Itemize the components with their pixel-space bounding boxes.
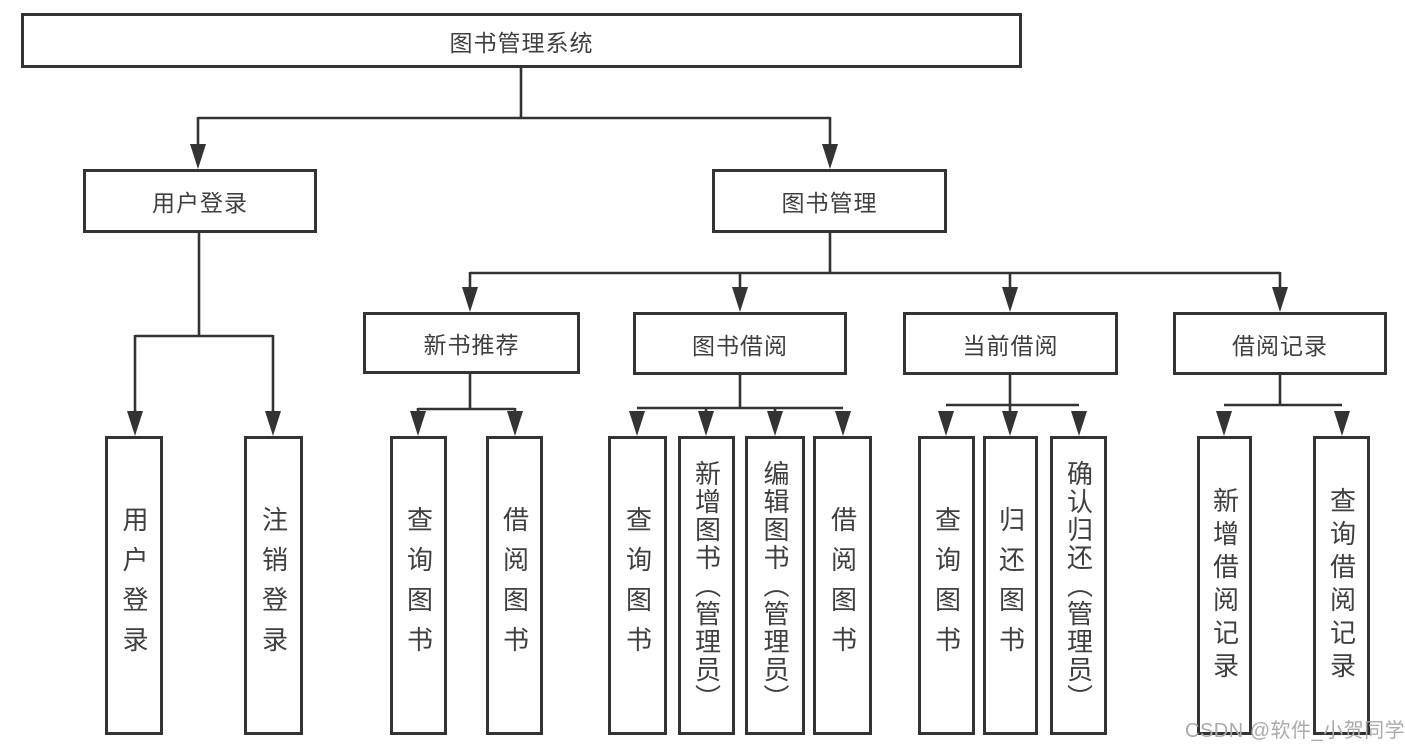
node-current-borrow: 当前借阅 — [903, 312, 1118, 375]
node-borrow-records: 借阅记录 — [1173, 312, 1387, 375]
leaf-query-books-borrow: 查询图书 — [608, 436, 667, 735]
watermark: CSDN @软件_小贺同学 — [1185, 720, 1405, 742]
leaf-borrow-books: 借阅图书 — [813, 436, 872, 735]
node-library-management-system: 图书管理系统 — [21, 13, 1022, 68]
leaf-add-borrow-record: 新增借阅记录 — [1197, 436, 1252, 735]
leaf-query-books-recommend: 查询图书 — [390, 436, 447, 735]
leaf-user-login: 用户登录 — [105, 436, 163, 735]
leaf-logout: 注销登录 — [244, 436, 303, 735]
node-book-management: 图书管理 — [712, 169, 947, 233]
leaf-edit-books-admin: 编辑图书（管理员） — [745, 436, 805, 735]
leaf-query-borrow-record: 查询借阅记录 — [1313, 436, 1370, 735]
node-book-borrow: 图书借阅 — [633, 312, 847, 375]
leaf-borrow-books-recommend: 借阅图书 — [486, 436, 543, 735]
node-user-login: 用户登录 — [83, 169, 317, 233]
leaf-return-books: 归还图书 — [983, 436, 1038, 735]
leaf-query-books-current: 查询图书 — [918, 436, 975, 735]
node-new-book-recommend: 新书推荐 — [363, 312, 580, 374]
leaf-confirm-return-admin: 确认归还（管理员） — [1050, 436, 1107, 735]
leaf-add-books-admin: 新增图书（管理员） — [678, 436, 735, 735]
